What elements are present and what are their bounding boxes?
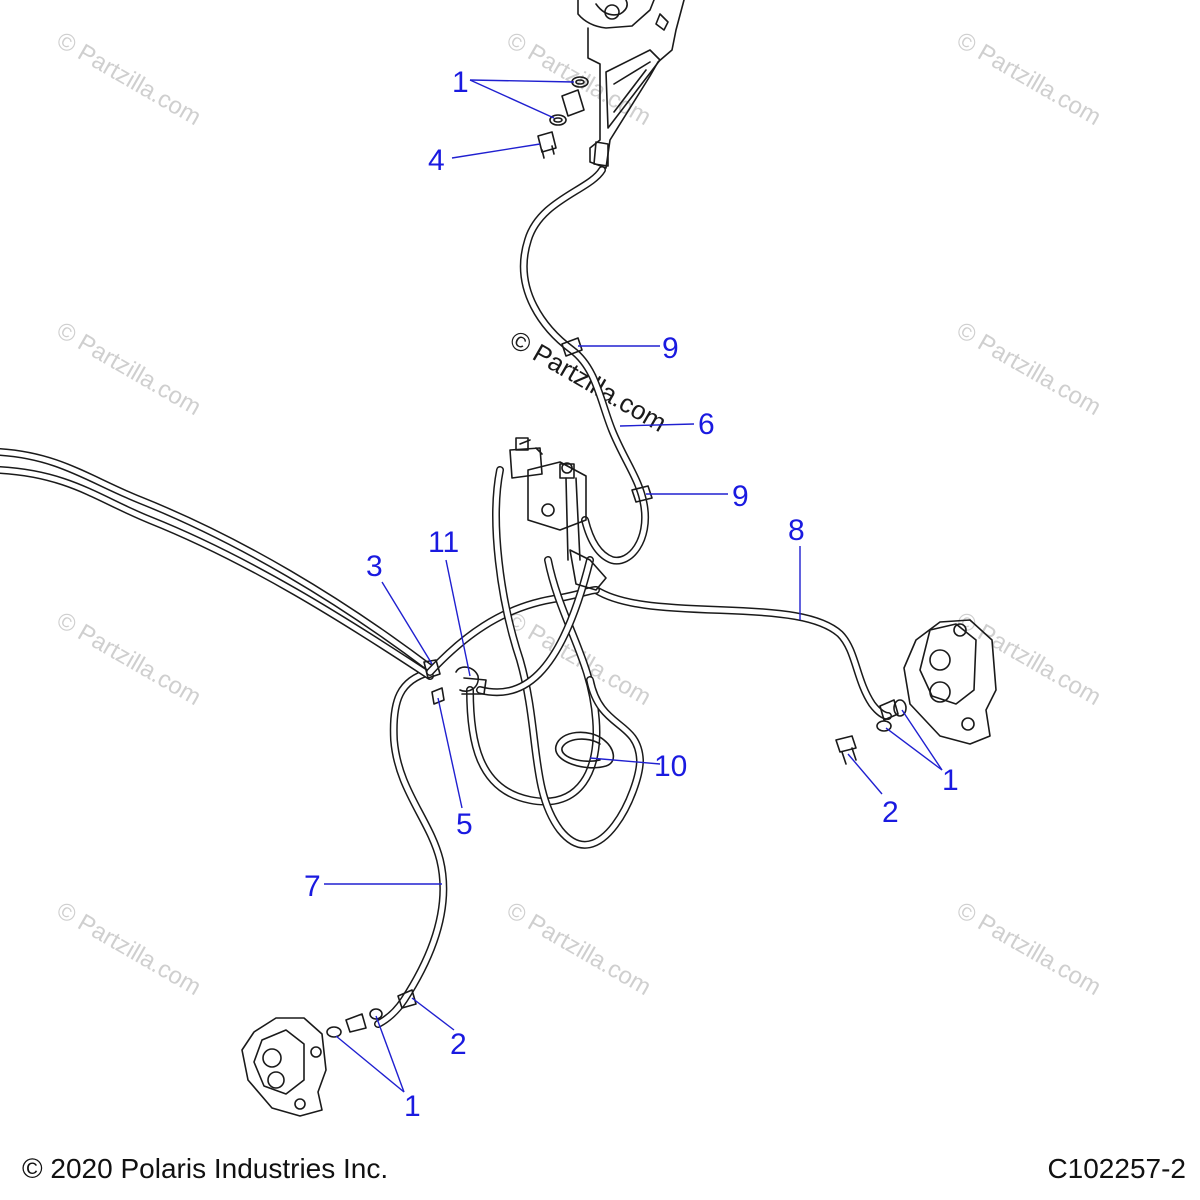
callout-8: 8: [788, 514, 805, 547]
brake-hose-right-8: [592, 586, 892, 720]
callout-11: 11: [428, 526, 459, 559]
copyright-text: © 2020 Polaris Industries Inc.: [22, 1153, 389, 1184]
watermark: © Partzilla.com: [502, 897, 656, 1001]
callout-2-right: 2: [882, 796, 899, 829]
callout-1-left: 1: [404, 1090, 421, 1123]
brake-hose-upper-6: [519, 166, 650, 565]
hose-clip-lower: [631, 485, 653, 503]
leader-lines: [324, 79, 943, 1093]
right-brake-caliper: [835, 619, 997, 765]
left-brake-caliper: [241, 989, 417, 1117]
callout-10: 10: [654, 750, 687, 783]
watermark-center: © Partzilla.com: [505, 324, 672, 438]
callout-9-upper: 9: [662, 332, 679, 365]
brake-hose-left-7: [374, 668, 448, 1028]
callout-6: 6: [698, 408, 715, 441]
watermark: © Partzilla.com: [52, 27, 206, 131]
callout-2-left: 2: [450, 1028, 467, 1061]
watermark: © Partzilla.com: [52, 607, 206, 711]
callout-1-right: 1: [942, 764, 959, 797]
callout-4: 4: [428, 144, 445, 177]
callout-7: 7: [304, 870, 321, 903]
watermark: © Partzilla.com: [952, 317, 1106, 421]
callout-5: 5: [456, 808, 473, 841]
callout-9-lower: 9: [732, 480, 749, 513]
callout-1-top: 1: [452, 66, 469, 99]
callouts: 1 4 9 6 9 8 11 3 10 5 1 2 7 2 1: [304, 66, 959, 1123]
wire-loop: [555, 731, 615, 769]
watermark-group: © Partzilla.com © Partzilla.com © Partzi…: [52, 27, 1106, 1001]
harness-cable-bundle: [0, 448, 644, 849]
callout-3: 3: [366, 550, 383, 583]
hose-clip-upper: [561, 337, 583, 357]
drawing-id: C102257-2: [1047, 1153, 1186, 1184]
watermark: © Partzilla.com: [52, 897, 206, 1001]
watermark: © Partzilla.com: [502, 27, 656, 131]
watermark: © Partzilla.com: [952, 27, 1106, 131]
watermark: © Partzilla.com: [952, 897, 1106, 1001]
master-cylinder: [577, 0, 685, 169]
watermark: © Partzilla.com: [52, 317, 206, 421]
harness-clamp: [423, 659, 487, 705]
junction-block: [509, 437, 607, 591]
